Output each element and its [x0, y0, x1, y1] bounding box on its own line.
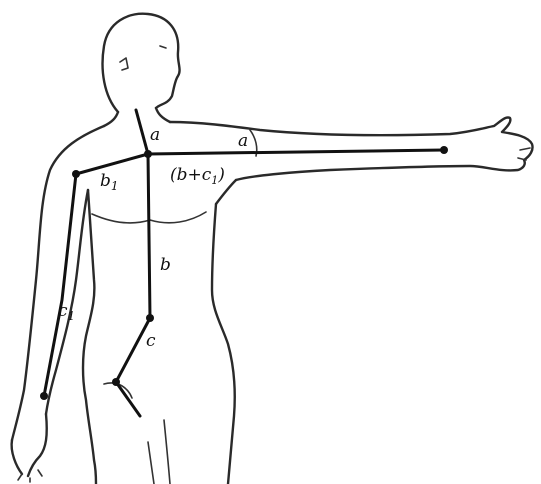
neck-to-navel-line [136, 110, 150, 318]
neck-point [144, 150, 152, 158]
outstretched-arm-outline [170, 117, 533, 204]
upper-arm-length-line [44, 174, 76, 396]
torso-outline [83, 190, 235, 484]
hip-point [112, 378, 120, 386]
label-b: b [160, 255, 171, 275]
measurement-lines [44, 110, 444, 416]
cross-shoulder-line [76, 154, 148, 174]
label-a-prime: a [238, 131, 248, 151]
label-b-plus-c1: (b+c1) [170, 165, 225, 187]
hand-point [40, 392, 48, 400]
label-a: a [150, 125, 160, 145]
label-b1: b1 [100, 171, 119, 193]
head-outline [103, 14, 180, 112]
navel-point [146, 314, 154, 322]
navel-to-hip-line [116, 318, 150, 416]
label-c: c [146, 331, 156, 351]
shoulder-to-wrist-line [148, 150, 444, 154]
wrist-point [440, 146, 448, 154]
shoulder-point [72, 170, 80, 178]
